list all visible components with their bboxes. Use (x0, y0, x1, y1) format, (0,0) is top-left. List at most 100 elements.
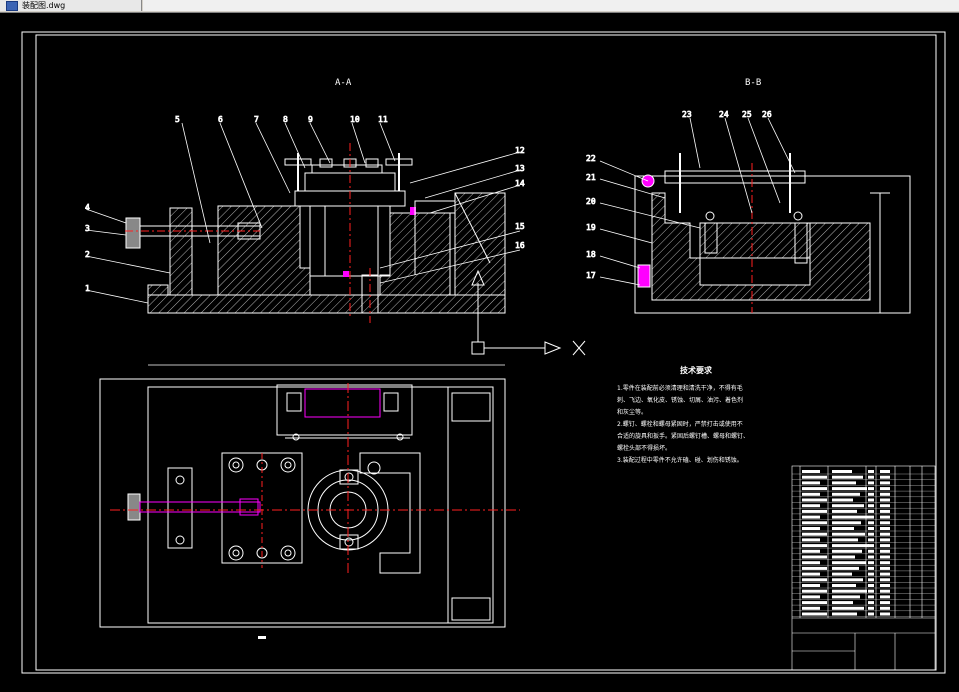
parts-row-cell (832, 487, 867, 491)
parts-row-cell (832, 521, 861, 525)
balloon-16: 16 (515, 241, 525, 250)
tech-line-5: 合适的旋具和扳手。紧固后螺钉槽、螺母和螺钉、 (617, 432, 749, 440)
balloon-4: 4 (85, 203, 90, 212)
parts-row-cell (868, 561, 874, 565)
parts-row-cell (880, 601, 890, 605)
tab-strip (143, 0, 959, 11)
parts-row-cell (802, 566, 827, 570)
balloon-12: 12 (515, 146, 525, 155)
parts-row-cell (802, 475, 827, 479)
parts-row-cell (832, 561, 866, 565)
parts-row-cell (802, 487, 827, 491)
balloon-23: 23 (682, 110, 692, 119)
parts-row-cell (880, 527, 890, 530)
parts-row-cell (880, 515, 890, 519)
parts-row-cell (880, 595, 890, 599)
parts-row-cell (880, 487, 890, 491)
parts-row-cell (802, 561, 820, 565)
parts-row-cell (880, 612, 890, 616)
tech-line-4: 2.螺钉、螺栓和螺母紧固时，严禁打击或使用不 (617, 420, 743, 428)
balloon-26: 26 (762, 110, 772, 119)
drawing-tab-label: 装配图.dwg (22, 1, 66, 10)
parts-row-cell (868, 475, 874, 479)
parts-row-cell (802, 515, 820, 519)
section-bb-view (634, 153, 911, 314)
tech-line-6: 螺栓头部不得损坏。 (617, 444, 671, 452)
balloon-24: 24 (719, 110, 729, 119)
balloon-10: 10 (350, 115, 360, 124)
parts-row-cell (880, 606, 890, 610)
parts-row-cell (832, 538, 858, 542)
balloon-2: 2 (85, 250, 90, 259)
parts-row-cell (880, 470, 890, 473)
parts-row-cell (832, 601, 853, 605)
parts-row-cell (802, 612, 827, 616)
parts-row-cell (832, 612, 857, 616)
parts-row-cell (868, 584, 874, 587)
parts-row-cell (868, 492, 874, 496)
parts-row-cell (802, 578, 827, 582)
balloon-19: 19 (586, 223, 596, 232)
parts-row-cell (802, 544, 827, 548)
scale-label-mark (258, 636, 266, 639)
parts-row-cell (802, 538, 820, 542)
parts-row-cell (868, 527, 874, 530)
parts-row-cell (802, 555, 827, 559)
tech-line-1: 1.零件在装配前必须清理和清洗干净，不得有毛 (617, 384, 743, 392)
tech-line-7: 3.装配过程中零件不允许磕、碰、划伤和锈蚀。 (617, 456, 743, 464)
parts-row-cell (802, 589, 827, 593)
parts-row-cell (802, 532, 827, 536)
balloon-21: 21 (586, 173, 596, 182)
parts-row-cell (802, 595, 820, 599)
cad-drawing-canvas[interactable]: A-A B-B (0, 13, 959, 692)
parts-row-cell (832, 504, 864, 508)
dwg-file-icon (6, 1, 18, 11)
balloon-6: 6 (218, 115, 223, 124)
section-aa-label: A-A (335, 78, 352, 88)
parts-row-cell (802, 509, 827, 513)
parts-row-cell (832, 509, 857, 513)
tech-line-2: 刺、飞边、氧化皮、锈蚀、切屑、油污、着色剂 (617, 396, 743, 404)
parts-row-cell (868, 612, 874, 616)
parts-row-cell (868, 572, 874, 576)
parts-row-cell (868, 538, 874, 542)
balloon-11: 11 (378, 115, 388, 124)
parts-row-cell (880, 492, 890, 496)
parts-row-cell (868, 532, 874, 536)
parts-row-cell (868, 589, 874, 593)
parts-row-cell (802, 549, 820, 553)
balloons-aa: 4 3 2 1 5 6 7 8 9 10 11 12 13 14 15 16 (85, 115, 525, 304)
parts-row-cell (832, 595, 860, 599)
parts-row-cell (832, 492, 860, 496)
balloon-25: 25 (742, 110, 752, 119)
parts-row-cell (832, 532, 865, 536)
parts-row-cell (802, 606, 820, 610)
parts-list-rows (792, 470, 935, 617)
parts-row-cell (880, 532, 890, 536)
parts-row-cell (802, 601, 827, 605)
parts-row-cell (802, 470, 820, 473)
drawing-tab[interactable]: 装配图.dwg (0, 0, 142, 11)
tech-line-3: 和灰尘等。 (617, 408, 647, 416)
parts-row-cell (880, 555, 890, 559)
parts-row-cell (802, 504, 820, 508)
parts-row-cell (880, 521, 890, 525)
parts-row-cell (868, 606, 874, 610)
parts-row-cell (880, 504, 890, 508)
balloon-22: 22 (586, 154, 596, 163)
parts-row-cell (802, 527, 820, 530)
parts-row-cell (880, 481, 890, 485)
section-aa-view (125, 143, 506, 323)
technical-requirements: 技术要求 1.零件在装配前必须清理和清洗干净，不得有毛 刺、飞边、氧化皮、锈蚀、… (617, 365, 749, 464)
parts-row-cell (802, 481, 820, 485)
parts-row-cell (880, 538, 890, 542)
balloon-20: 20 (586, 197, 596, 206)
parts-row-cell (832, 578, 863, 582)
parts-row-cell (802, 572, 820, 576)
balloons-bb: 22 21 20 19 18 17 23 24 25 26 (586, 110, 796, 286)
parts-row-cell (832, 544, 869, 548)
balloon-14: 14 (515, 179, 525, 188)
balloon-1: 1 (85, 284, 90, 293)
parts-row-cell (868, 509, 874, 513)
parts-row-cell (802, 492, 820, 496)
